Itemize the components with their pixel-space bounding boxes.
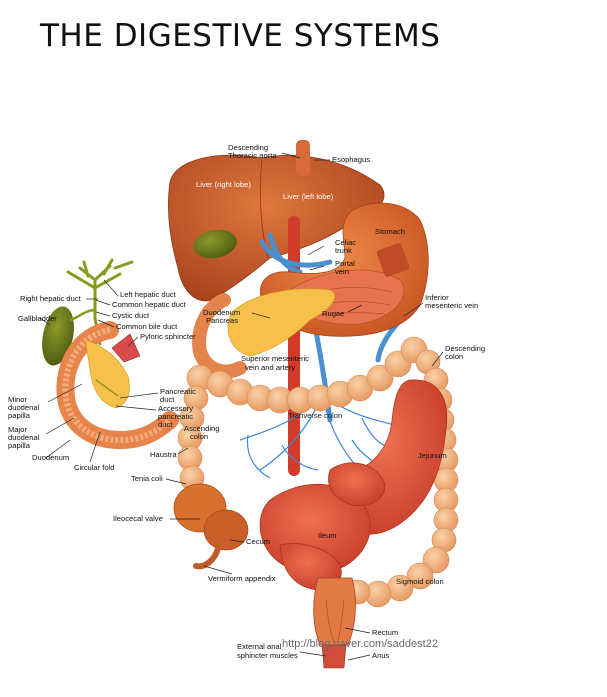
gallbladder-on-liver bbox=[193, 229, 237, 259]
label-anus: Anus bbox=[372, 651, 390, 660]
label-external-anal-sphincter: External anal sphincter muscles bbox=[237, 642, 298, 660]
label-celiac-trunk: Celiac trunk bbox=[335, 238, 358, 255]
aorta bbox=[288, 216, 300, 476]
label-cystic-duct: Cystic duct bbox=[112, 311, 150, 320]
label-minor-duodenal-papilla: Minor duodenal papilla bbox=[8, 395, 41, 420]
label-cecum: Cecum bbox=[246, 537, 270, 546]
label-right-hepatic-duct: Right hepatic duct bbox=[20, 294, 82, 303]
anal-sphincter bbox=[321, 644, 347, 669]
label-vermiform-appendix: Vermiform appendix bbox=[208, 574, 276, 583]
label-liver-right-lobe: Liver (right lobe) bbox=[196, 180, 251, 189]
label-descending-colon: Descending colon bbox=[445, 344, 487, 361]
label-rectum: Rectum bbox=[372, 628, 398, 637]
label-tenia-coli: Tenia coli bbox=[131, 474, 163, 483]
cecum bbox=[173, 483, 249, 551]
label-sigmoid-colon: Sigmoid colon bbox=[396, 577, 444, 586]
label-ileocecal-valve: Ileocecal valve bbox=[113, 514, 163, 523]
label-ileum: Ileum bbox=[318, 531, 337, 540]
label-left-hepatic-duct: Left hepatic duct bbox=[120, 290, 177, 299]
page-title: THE DIGESTIVE SYSTEMS bbox=[40, 18, 441, 54]
rectum bbox=[313, 577, 356, 646]
pancreas bbox=[227, 288, 336, 357]
esophagus bbox=[296, 140, 310, 176]
label-pancreatic-duct: Pancreatic duct bbox=[160, 387, 198, 404]
label-common-hepatic-duct: Common hepatic duct bbox=[112, 300, 187, 309]
label-circular-fold: Circular fold bbox=[74, 463, 115, 472]
label-common-bile-duct: Common bile duct bbox=[116, 322, 178, 331]
gallbladder bbox=[42, 306, 74, 366]
label-pyloric-sphincter: Pyloric sphincter bbox=[140, 332, 196, 341]
small-intestine bbox=[259, 379, 448, 591]
label-superior-mesenteric: Superior mesenteric vein and artery bbox=[241, 354, 311, 372]
vermiform-appendix bbox=[193, 545, 221, 570]
watermark-url: http://blog.naver.com/saddest22 bbox=[282, 638, 438, 650]
label-haustra: Haustra bbox=[150, 450, 177, 459]
label-esophagus: Esophagus bbox=[332, 155, 370, 164]
label-pancreas: Pancreas bbox=[206, 316, 238, 325]
label-descending-thoracic-aorta: Descending Thoracic aorta bbox=[228, 143, 277, 160]
label-duodenum-lower: Duodenum bbox=[32, 453, 69, 462]
label-duodenum-upper: Duodenum bbox=[203, 308, 240, 317]
label-jejunum: Jejunum bbox=[418, 451, 447, 460]
duodenum bbox=[192, 293, 247, 379]
label-accessory-pancreatic-duct: Accessory pancreatic duct bbox=[158, 404, 195, 429]
label-stomach: Stomach bbox=[375, 227, 405, 236]
label-gallbladder: Gallbladder bbox=[18, 314, 57, 323]
label-portal-vein: Portal vein bbox=[335, 259, 357, 276]
label-ascending-colon: Ascending colon bbox=[184, 424, 222, 441]
biliary-inset bbox=[42, 258, 179, 450]
label-inferior-mesenteric-vein: Inferior mesenteric vein bbox=[425, 293, 478, 310]
label-liver-left-lobe: Liver (left lobe) bbox=[283, 192, 334, 201]
leader-lines bbox=[39, 152, 444, 661]
label-rugae: Rugae bbox=[322, 309, 344, 318]
label-transverse-colon: Tranverse colon bbox=[288, 411, 342, 420]
label-major-duodenal-papilla: Major duodenal papilla bbox=[8, 425, 41, 450]
